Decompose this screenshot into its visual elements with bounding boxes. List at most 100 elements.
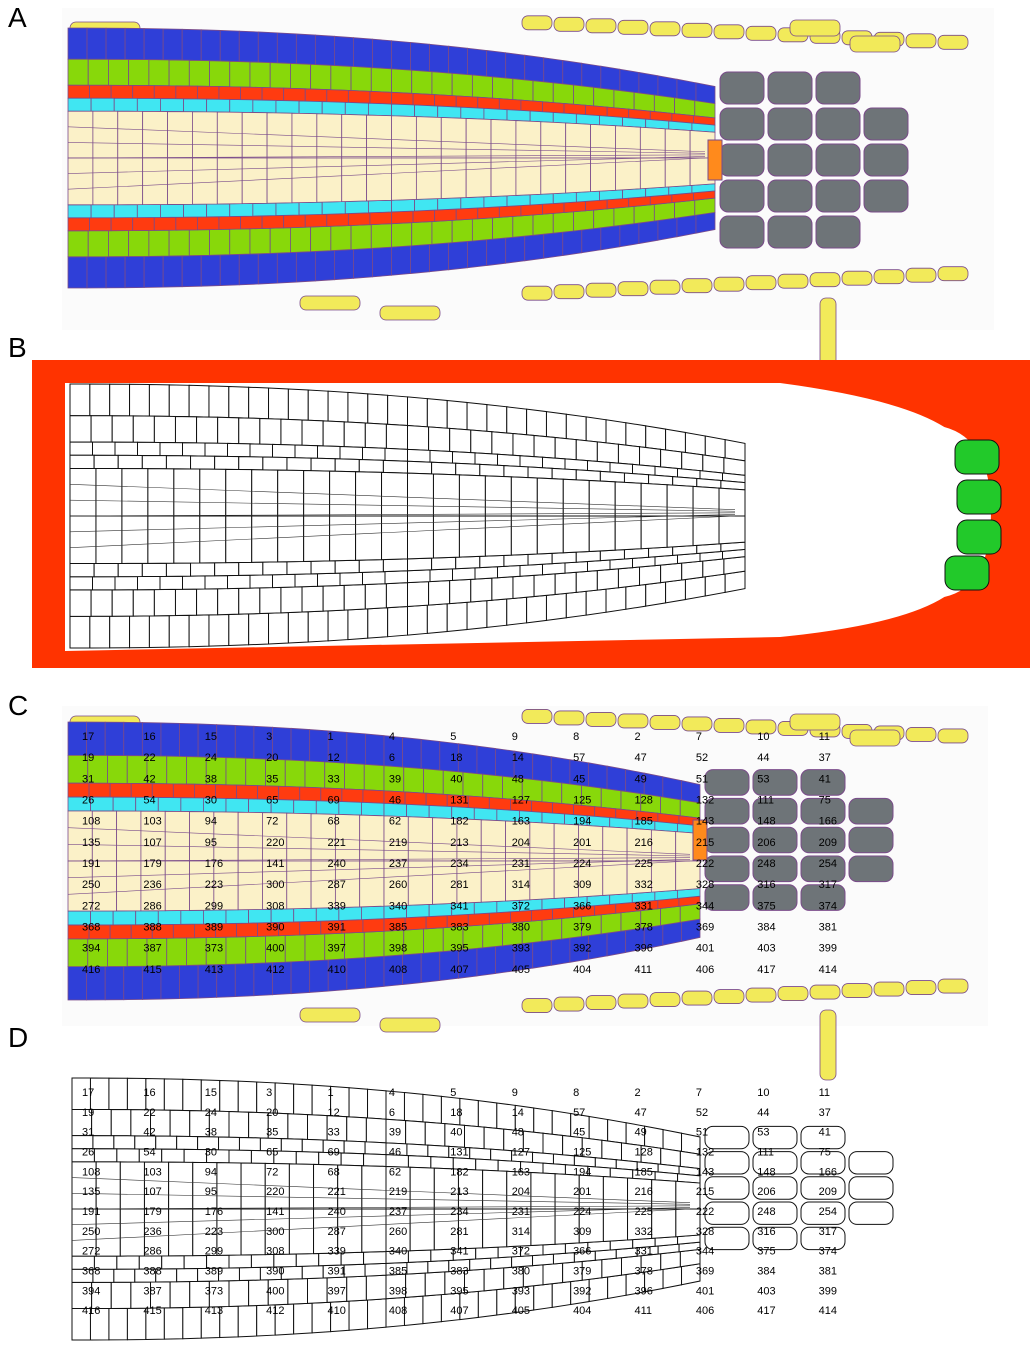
panel-c-root <box>62 706 988 1080</box>
endodermis-cell <box>68 218 90 231</box>
cell-number-label: 237 <box>389 858 407 870</box>
lateral-root-cap-cell <box>618 714 648 728</box>
cell-number-label: 69 <box>328 795 340 807</box>
stele-cell <box>481 861 505 902</box>
pericycle-cell <box>160 204 183 217</box>
stele-cell <box>356 472 382 516</box>
cell-number-label: 308 <box>266 1246 284 1258</box>
cortex-cell <box>695 198 715 215</box>
epidermis-cell <box>249 387 269 419</box>
cell-number-label: 204 <box>512 837 530 849</box>
cortex-cell <box>483 774 503 798</box>
cell-number-label: 176 <box>205 1206 223 1218</box>
epidermis-cell <box>566 414 586 441</box>
pericycle-cell <box>359 460 383 473</box>
endodermis-cell <box>489 798 510 811</box>
epidermis-cell <box>447 401 467 430</box>
cell-number-label: 403 <box>757 943 775 955</box>
cell-number-label: 366 <box>573 1246 591 1258</box>
stele-cell <box>200 469 226 516</box>
endodermis-cell <box>408 449 431 462</box>
epidermis-cell <box>334 36 353 66</box>
stele-cell <box>192 158 217 204</box>
cortex-cell <box>311 226 331 251</box>
epidermis-cell <box>70 616 90 648</box>
cell-number-label: 7 <box>696 731 702 743</box>
cell-number-label: 39 <box>389 773 401 785</box>
cortex-cell <box>70 416 91 442</box>
cortex-cell <box>424 769 444 795</box>
cortex-cell <box>533 81 553 103</box>
epidermis-cell <box>601 225 620 249</box>
lateral-root-cap-cell <box>938 35 968 49</box>
endodermis-cell <box>408 570 431 583</box>
endodermis-cell <box>160 576 183 589</box>
cortex-cell <box>465 1125 485 1148</box>
pericycle-cell <box>476 1159 498 1171</box>
stele-cell <box>591 124 616 158</box>
endodermis-cell <box>533 1254 554 1266</box>
lateral-root-cap-cell <box>682 279 712 293</box>
lateral-root-cap-cell <box>554 997 584 1011</box>
cortex-cell <box>210 229 230 255</box>
cell-number-label: 366 <box>573 900 591 912</box>
cell-number-label: 286 <box>143 1246 161 1258</box>
pericycle-cell <box>158 797 181 811</box>
stele-cell <box>392 116 417 158</box>
stele-cell <box>441 158 466 199</box>
cell-number-label: 24 <box>205 1107 217 1119</box>
cortex-cell <box>450 579 471 603</box>
cell-number-label: 388 <box>143 1266 161 1278</box>
cell-number-label: 107 <box>143 837 161 849</box>
cell-number-label: 209 <box>819 837 837 849</box>
cell-number-label: 381 <box>819 922 837 934</box>
cortex-cell <box>175 589 196 615</box>
pericycle-cell <box>599 190 622 201</box>
endodermis-cell <box>279 786 300 800</box>
stele-cell <box>537 478 563 516</box>
stele-cell <box>241 1163 265 1209</box>
cortex-cell <box>601 913 621 934</box>
panel-a-root <box>62 8 994 368</box>
cell-number-label: 4 <box>389 1087 395 1099</box>
stele-cell <box>466 118 491 158</box>
lateral-root-cap-cell <box>906 268 936 282</box>
endodermis-cell <box>340 572 363 585</box>
epidermis-cell <box>201 30 220 61</box>
epidermis-cell <box>427 604 447 634</box>
endodermis-cell <box>93 1136 114 1149</box>
lateral-root-cap-cell <box>842 271 872 285</box>
cell-number-label: 389 <box>205 922 223 934</box>
endodermis-cell <box>138 576 161 589</box>
cell-number-label: 407 <box>450 1305 468 1317</box>
columella-cell <box>768 216 812 248</box>
endodermis-cell <box>543 563 566 575</box>
cell-number-label: 2 <box>634 1087 640 1099</box>
pericycle-cell <box>392 199 415 211</box>
endodermis-cell <box>115 577 138 590</box>
endodermis-cell <box>93 442 116 455</box>
cortex-cell <box>675 200 695 218</box>
cortex-cell <box>108 231 128 257</box>
cell-number-label: 65 <box>266 795 278 807</box>
endodermis-cell <box>470 1148 491 1160</box>
epidermis-cell <box>534 1284 552 1310</box>
cell-number-label: 182 <box>450 1166 468 1178</box>
cell-number-label: 204 <box>512 1186 530 1198</box>
cell-number-label: 272 <box>82 900 100 912</box>
pericycle-cell <box>504 466 528 478</box>
epidermis-cell <box>487 50 506 78</box>
stele-cell <box>242 158 267 204</box>
lateral-root-cap-cell <box>714 277 744 291</box>
cell-number-label: 224 <box>573 858 591 870</box>
pericycle-cell <box>335 459 359 472</box>
epidermis-cell <box>110 384 130 416</box>
pericycle-cell <box>553 192 576 203</box>
cortex-cell <box>331 65 351 90</box>
epidermis-cell <box>620 223 639 247</box>
epidermis-cell <box>235 963 254 996</box>
epidermis-cell <box>315 250 334 280</box>
pericycle-cell <box>364 1154 386 1167</box>
cell-number-label: 398 <box>389 943 407 955</box>
